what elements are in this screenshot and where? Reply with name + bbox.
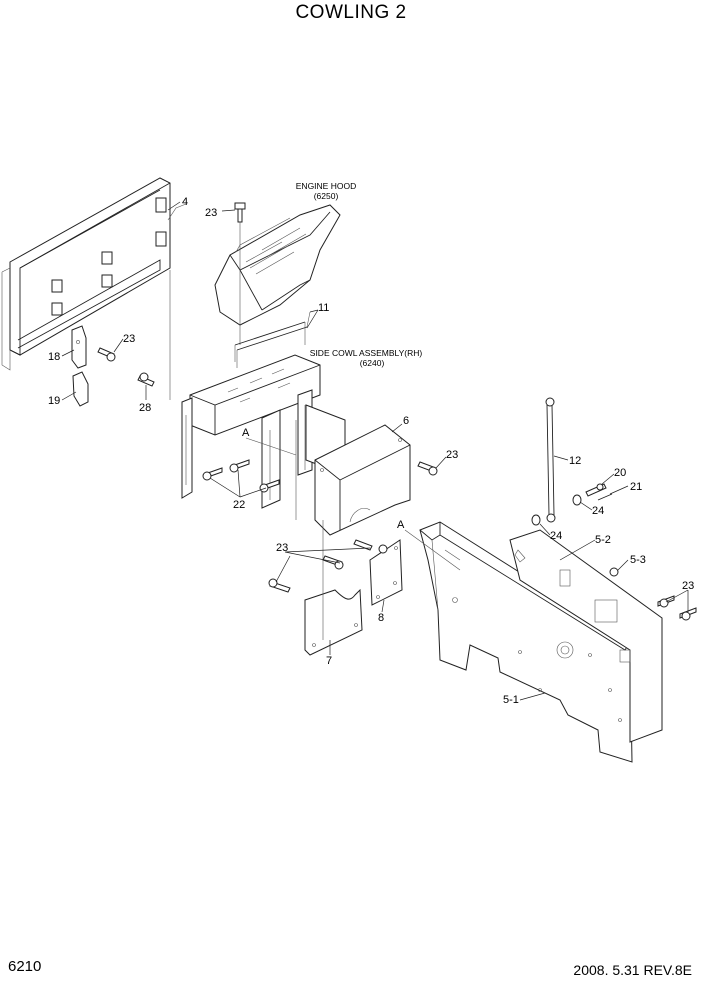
bolt-icon — [322, 555, 344, 570]
part-5-2-back-panel — [509, 529, 663, 743]
bolt-icon — [229, 459, 250, 473]
bolt-icon — [202, 467, 223, 481]
label-part-24: 24 — [592, 505, 604, 517]
bolt-icon — [234, 202, 246, 223]
bolt-icon — [137, 372, 155, 387]
label-part-23: 23 — [682, 580, 694, 592]
part-24-washer — [572, 494, 582, 506]
bolt-icon — [417, 461, 438, 476]
label-part-23: 23 — [276, 542, 288, 554]
bolt-icon — [657, 595, 675, 608]
label-part-24: 24 — [550, 530, 562, 542]
label-part-23: 23 — [446, 449, 458, 461]
side-cowl-caption: SIDE COWL ASSEMBLY(RH) — [310, 348, 423, 358]
page-title: COWLING 2 — [295, 2, 407, 23]
label-part-19: 19 — [48, 395, 60, 407]
page-number: 6210 — [8, 958, 42, 975]
part-8-plate — [369, 539, 403, 606]
part-7-plate — [304, 588, 363, 656]
part-5-3-nut — [609, 567, 619, 577]
part-4-side-panel — [1, 177, 187, 371]
bolt-icon — [268, 578, 291, 593]
label-part-11: 11 — [318, 302, 329, 314]
label-part-22: 22 — [233, 499, 245, 511]
label-ref-a: A — [397, 519, 405, 531]
bolt-icon — [259, 479, 280, 493]
bolt-icon — [97, 347, 116, 362]
bolt-icon — [679, 607, 697, 621]
label-part-7: 7 — [326, 655, 332, 667]
label-part-8: 8 — [378, 612, 384, 624]
label-part-18: 18 — [48, 351, 60, 363]
bolt-icon — [353, 539, 388, 554]
label-ref-a: A — [242, 427, 250, 439]
label-part-5-3: 5-3 — [630, 554, 646, 566]
side-cowl-ref: (6240) — [360, 358, 385, 368]
part-12-support-rod — [545, 397, 556, 523]
label-part-23: 23 — [123, 333, 135, 345]
label-part-20: 20 — [614, 467, 626, 479]
part-6-cover-plate — [314, 424, 411, 536]
revision-date: 2008. 5.31 REV.8E — [573, 962, 692, 978]
label-part-12: 12 — [569, 455, 581, 467]
part-24-washer — [531, 514, 541, 526]
label-part-4: 4 — [182, 196, 188, 208]
label-part-23: 23 — [205, 207, 217, 219]
engine-hood-caption: ENGINE HOOD — [296, 181, 356, 191]
part-19-bracket — [72, 371, 89, 407]
label-part-28: 28 — [139, 402, 151, 414]
leader-lines — [61, 201, 689, 701]
engine-hood-ref: (6250) — [314, 191, 339, 201]
part-20-pin — [585, 483, 607, 497]
part-18-bracket — [71, 325, 87, 369]
label-part-5-1: 5-1 — [503, 694, 519, 706]
part-21-clip — [597, 493, 613, 501]
label-part-21: 21 — [630, 481, 642, 493]
label-part-5-2: 5-2 — [595, 534, 611, 546]
part-11-strip — [234, 311, 311, 368]
label-part-6: 6 — [403, 415, 409, 427]
